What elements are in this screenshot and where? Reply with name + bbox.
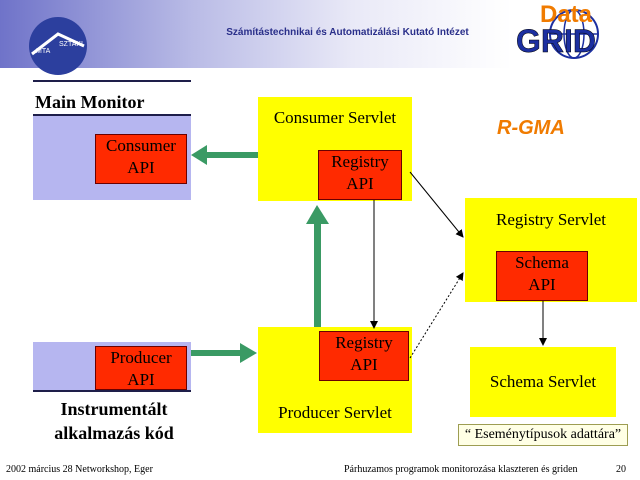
divider-top (33, 80, 191, 82)
green-arrow-producer-shaft (191, 350, 241, 356)
consumer-registry-line1: Registry (331, 152, 389, 171)
consumer-registry-api-box: Registry API (318, 150, 402, 200)
consumer-api-line1: Consumer (106, 136, 176, 155)
green-arrow-consumer-shaft (205, 152, 258, 158)
producer-servlet-label: Producer Servlet (278, 403, 392, 422)
producer-api-line1: Producer (110, 348, 172, 367)
schema-api-line1: Schema (515, 253, 569, 272)
datagrid-logo: Data GRID (516, 1, 599, 59)
producer-api-box: Producer API (95, 346, 187, 390)
logo-grid-text: GRID (516, 23, 596, 59)
divider-bottom (33, 390, 191, 392)
producer-registry-line2: API (350, 355, 378, 374)
footer-left: 2002 március 28 Networkshop, Eger (6, 464, 153, 475)
logo-data-text: Data (540, 1, 593, 28)
arrow-consumer-to-registry (409, 171, 464, 238)
page-number: 20 (616, 464, 626, 475)
logo-sztaki-text: SZTAKI (59, 41, 83, 48)
header-band (0, 0, 640, 68)
producer-registry-api-box: Registry API (319, 331, 409, 381)
schema-api-box: Schema API (496, 251, 588, 301)
green-arrow-up-shaft (314, 222, 321, 327)
producer-registry-line1: Registry (335, 333, 393, 352)
rgma-title: R-GMA (497, 117, 565, 139)
mta-sztaki-logo: MTA SZTAKI (29, 17, 87, 75)
consumer-api-line2: API (127, 158, 155, 177)
institute-title: Számítástechnikai és Automatizálási Kuta… (226, 27, 469, 38)
divider-mid (33, 114, 191, 116)
schema-servlet-label: Schema Servlet (489, 372, 597, 391)
arrow-producer-to-registry (409, 272, 464, 359)
green-arrow-up-head (306, 205, 329, 224)
producer-api-line2: API (127, 370, 155, 389)
event-types-store: “ Eseménytípusok adattára” (458, 424, 628, 446)
consumer-registry-line2: API (346, 174, 374, 193)
instrumented-line2: alkalmazás kód (54, 423, 174, 443)
registry-servlet-label: Registry Servlet (495, 210, 606, 229)
footer-center: Párhuzamos programok monitorozása klaszt… (344, 464, 578, 475)
logo-mta-text: MTA (36, 48, 51, 55)
instrumented-code-label: Instrumentált alkalmazás kód (34, 397, 194, 445)
green-arrow-consumer-head (191, 145, 207, 165)
green-arrow-producer-head (240, 343, 257, 363)
consumer-servlet-label: Consumer Servlet (273, 108, 397, 127)
consumer-api-box: Consumer API (95, 134, 187, 184)
instrumented-line1: Instrumentált (60, 399, 168, 419)
main-monitor-label: Main Monitor (35, 92, 145, 112)
schema-servlet-box (470, 347, 616, 417)
schema-api-line2: API (528, 275, 556, 294)
